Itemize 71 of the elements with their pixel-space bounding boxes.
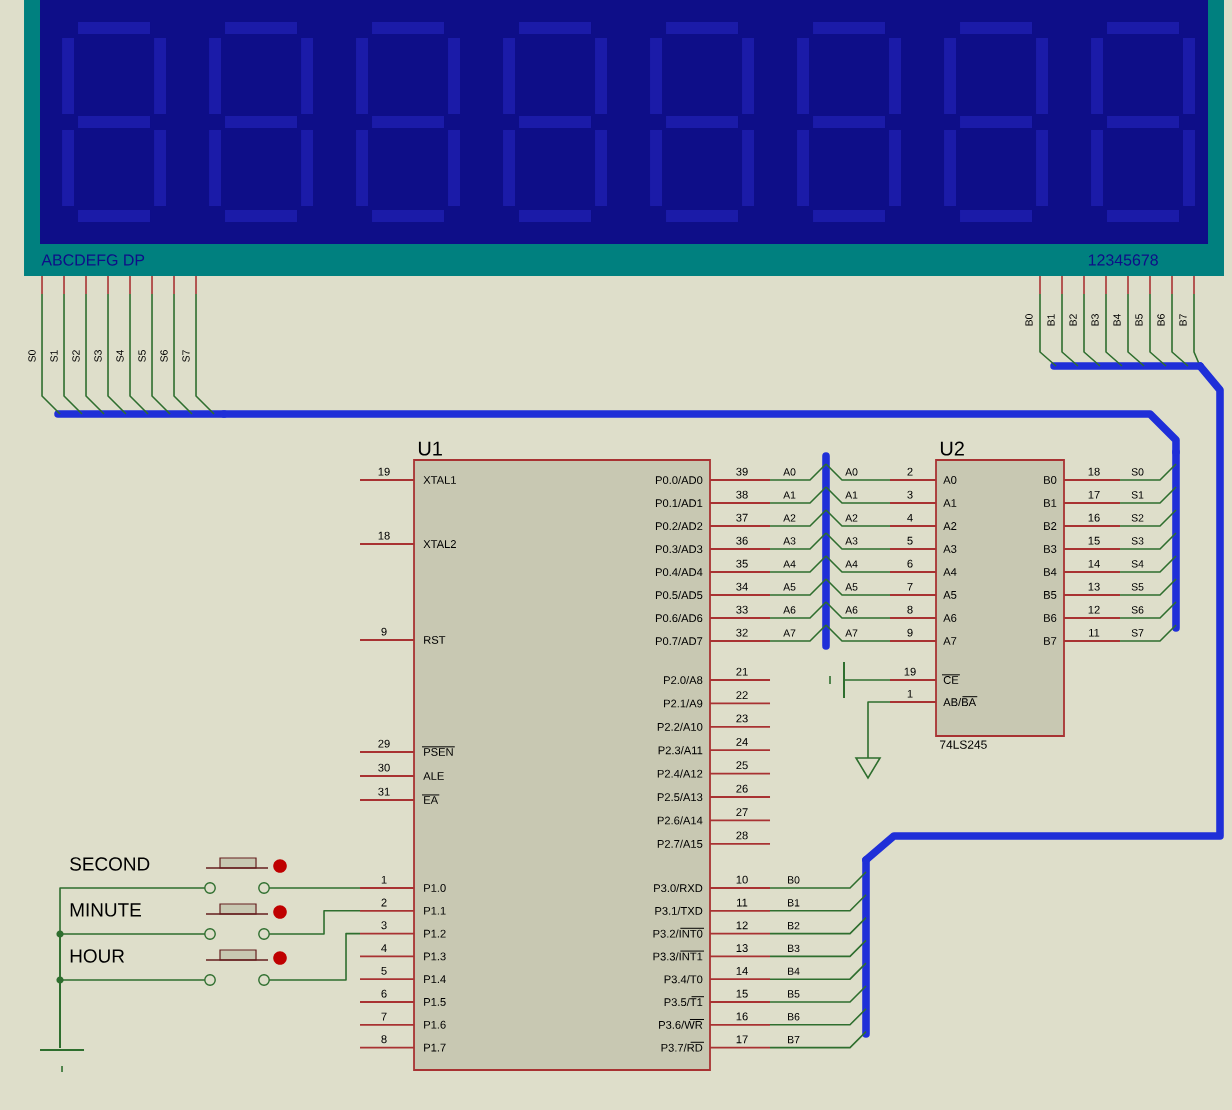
wire: [769, 1008, 867, 1026]
wire: [63, 293, 83, 415]
wire: [769, 601, 827, 619]
bus-line: [220, 410, 1180, 456]
wire: [1119, 486, 1177, 504]
switch-label: HOUR: [70, 949, 125, 963]
wire: [825, 532, 891, 550]
wire: [769, 985, 867, 1003]
wire: [1119, 463, 1177, 481]
wire: [769, 555, 827, 573]
wire: [195, 293, 215, 415]
wire: [1105, 293, 1123, 367]
wire: [129, 293, 149, 415]
wire: [769, 962, 867, 980]
wire: [769, 871, 867, 889]
wire: [173, 293, 193, 415]
wire: [825, 624, 891, 642]
wire: [769, 916, 867, 935]
chip-name: U2: [940, 441, 964, 456]
bus-line: [862, 362, 1224, 864]
bus-line: [54, 410, 228, 418]
wire: [825, 509, 891, 527]
wire: [1127, 293, 1145, 367]
ground-symbol: [39, 1049, 85, 1073]
wire: [1119, 601, 1177, 619]
wire: [825, 578, 891, 596]
chip-name: U1: [418, 441, 442, 456]
wire: [1171, 293, 1189, 367]
wire: [268, 887, 361, 889]
wire: [769, 894, 867, 912]
wire: [825, 555, 891, 573]
wire: [1083, 293, 1101, 367]
push-button-switch: [204, 857, 287, 894]
bus-line: [822, 452, 830, 650]
wire: [867, 701, 891, 759]
push-button-switch: [204, 903, 287, 940]
wire: [1119, 578, 1177, 596]
wire: [1061, 293, 1079, 367]
switch-label: SECOND: [70, 857, 150, 871]
switch-label: MINUTE: [70, 903, 141, 917]
wire: [769, 463, 827, 481]
wire: [825, 463, 891, 481]
wire: [1149, 293, 1167, 367]
bus-line: [862, 856, 870, 1038]
wire: [825, 486, 891, 504]
wire: [41, 293, 61, 415]
bus-line: [1172, 448, 1180, 632]
wire: [268, 910, 361, 935]
wire: [769, 486, 827, 504]
wire: [1119, 555, 1177, 573]
wire: [1039, 293, 1057, 367]
push-button-switch: [204, 949, 287, 986]
wire: [107, 293, 127, 415]
wire: [769, 624, 827, 642]
wire: [769, 532, 827, 550]
wire: [825, 601, 891, 619]
wire: [843, 679, 891, 681]
wire: [769, 509, 827, 527]
wire: [59, 979, 206, 1049]
bus-line: [1050, 362, 1204, 370]
wire: [1119, 532, 1177, 550]
wire: [769, 578, 827, 596]
wire: [1193, 293, 1201, 367]
wire: [1119, 624, 1177, 642]
wire: [769, 939, 867, 958]
wire: [151, 293, 171, 415]
wire: [769, 1030, 867, 1049]
wire: [85, 293, 105, 415]
wire: [268, 932, 361, 981]
wire: [1119, 509, 1177, 527]
ground-symbol: [829, 661, 845, 699]
